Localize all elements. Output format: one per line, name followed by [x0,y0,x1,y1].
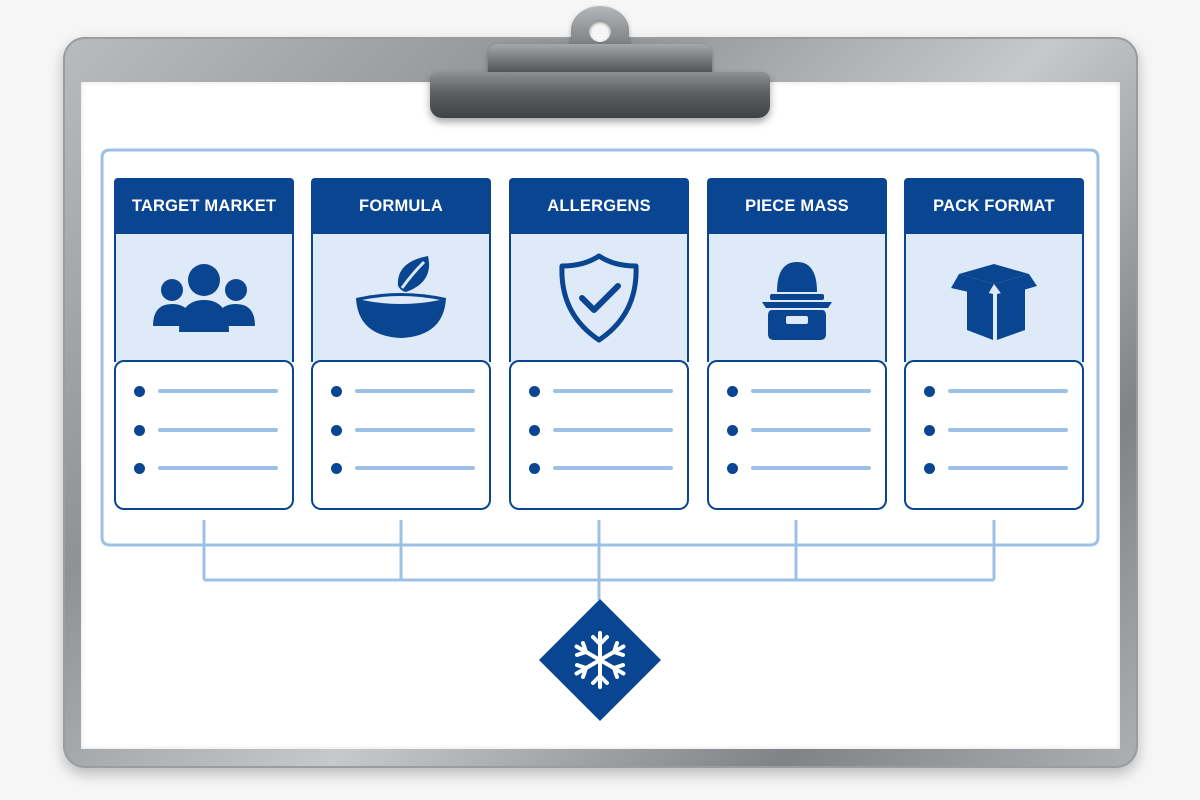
card-list [311,360,491,510]
list-item [134,425,278,436]
list-item [529,463,673,474]
card-list [904,360,1084,510]
card-list [114,360,294,510]
list-item [134,463,278,474]
list-item [727,386,871,397]
box-icon [951,264,1037,340]
bowl-leaf-icon [356,256,446,338]
outer-bracket [100,148,1100,547]
list-item [924,425,1068,436]
list-item [529,425,673,436]
clip-base [430,72,770,118]
list-item [331,386,475,397]
card-formula: FORMULA [311,178,491,510]
weighing-scale-icon [762,262,832,340]
card-title: FORMULA [311,178,491,234]
card-allergens: ALLERGENS [509,178,689,510]
hub-diamond [537,597,663,723]
list-item [727,425,871,436]
list-item [331,425,475,436]
card-pack-format: PACK FORMAT [904,178,1084,510]
card-piece-mass: PIECE MASS [707,178,887,510]
list-item [331,463,475,474]
clip-hole [589,20,611,42]
clip-lever [488,44,712,76]
list-item [924,463,1068,474]
list-item [727,463,871,474]
shield-check-icon [559,253,639,343]
list-item [529,386,673,397]
card-list [509,360,689,510]
card-list [707,360,887,510]
list-item [924,386,1068,397]
card-target-market: TARGET MARKET [114,178,294,510]
card-title: PACK FORMAT [904,178,1084,234]
people-group-icon [153,264,255,332]
card-title: ALLERGENS [509,178,689,234]
list-item [134,386,278,397]
snowflake-icon [539,599,661,721]
card-title: PIECE MASS [707,178,887,234]
card-title: TARGET MARKET [114,178,294,234]
